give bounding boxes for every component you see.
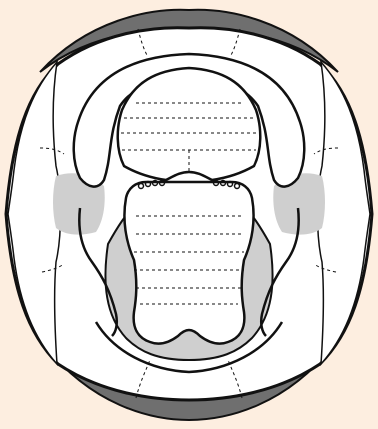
tongue bbox=[124, 182, 253, 344]
right-buccal-region bbox=[318, 62, 371, 364]
left-buccal-region bbox=[8, 62, 61, 364]
